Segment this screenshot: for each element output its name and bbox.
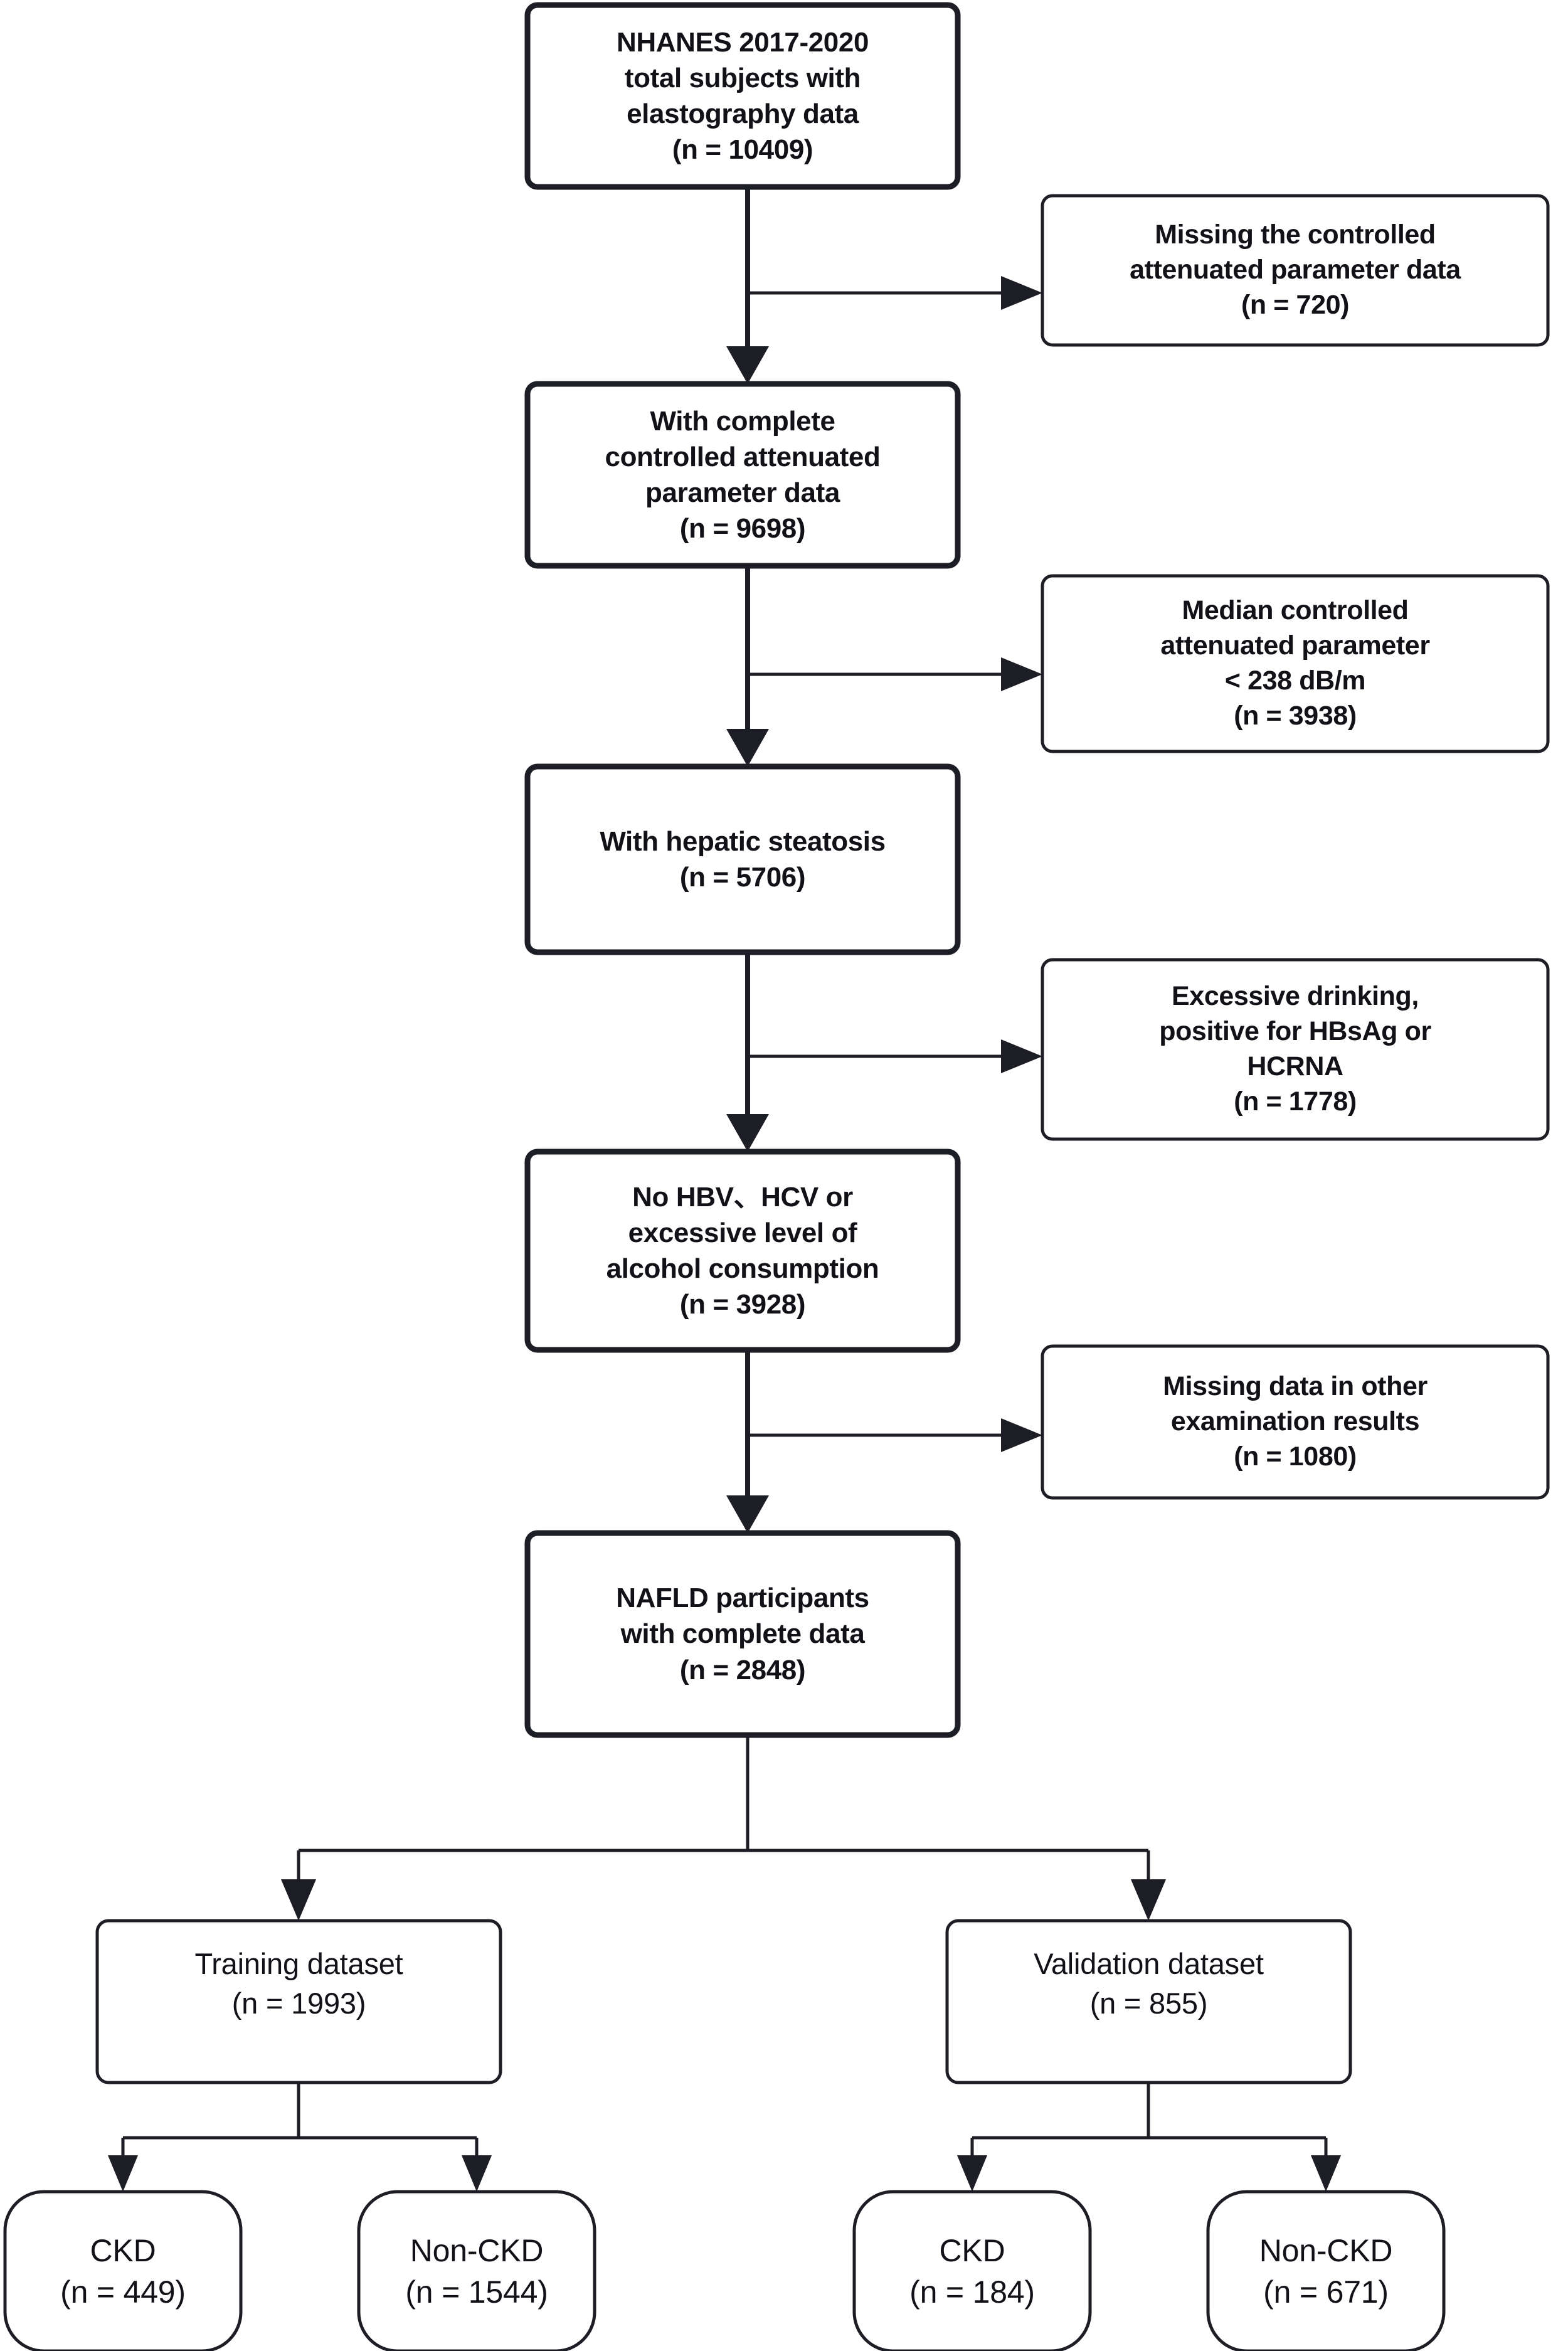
arrowhead-exclusion-1 [1001,276,1042,310]
arrowhead-validation-non-ckd [1311,2155,1341,2192]
arrowhead-main-2 [726,729,769,767]
node-shape-nafld-complete[interactable] [524,1530,961,1738]
node-shape-complete-cap[interactable] [524,381,961,569]
node-shape-total-subjects[interactable] [524,2,961,190]
arrowhead-training-ckd [108,2155,138,2192]
node-shape-training-ckd[interactable] [3,2190,243,2351]
node-shape-training-non-ckd[interactable] [357,2190,596,2351]
node-shape-training-dataset[interactable] [95,1919,502,2084]
arrowhead-validation-ckd [957,2155,987,2192]
node-shape-drinking-hbsag-hcrna[interactable] [1041,958,1550,1141]
arrowhead-exclusion-2 [1001,657,1042,691]
node-shape-validation-ckd[interactable] [852,2190,1092,2351]
node-shape-missing-other-exams[interactable] [1041,1344,1550,1500]
arrowhead-main-4 [726,1495,769,1533]
arrowhead-exclusion-4 [1001,1418,1042,1452]
arrowhead-exclusion-3 [1001,1039,1042,1073]
node-shape-hepatic-steatosis[interactable] [524,763,961,955]
node-shape-missing-cap[interactable] [1041,194,1550,347]
arrowhead-validation-dataset [1131,1879,1166,1921]
arrowhead-main-1 [726,346,769,384]
node-shape-no-hbv-hcv-alcohol[interactable] [524,1149,961,1353]
arrowhead-main-3 [726,1114,769,1152]
node-shape-median-cap-below-238[interactable] [1041,574,1550,753]
node-shape-validation-non-ckd[interactable] [1206,2190,1446,2351]
node-shape-validation-dataset[interactable] [945,1919,1352,2084]
arrowhead-training-non-ckd [462,2155,492,2192]
arrowhead-training-dataset [281,1879,316,1921]
